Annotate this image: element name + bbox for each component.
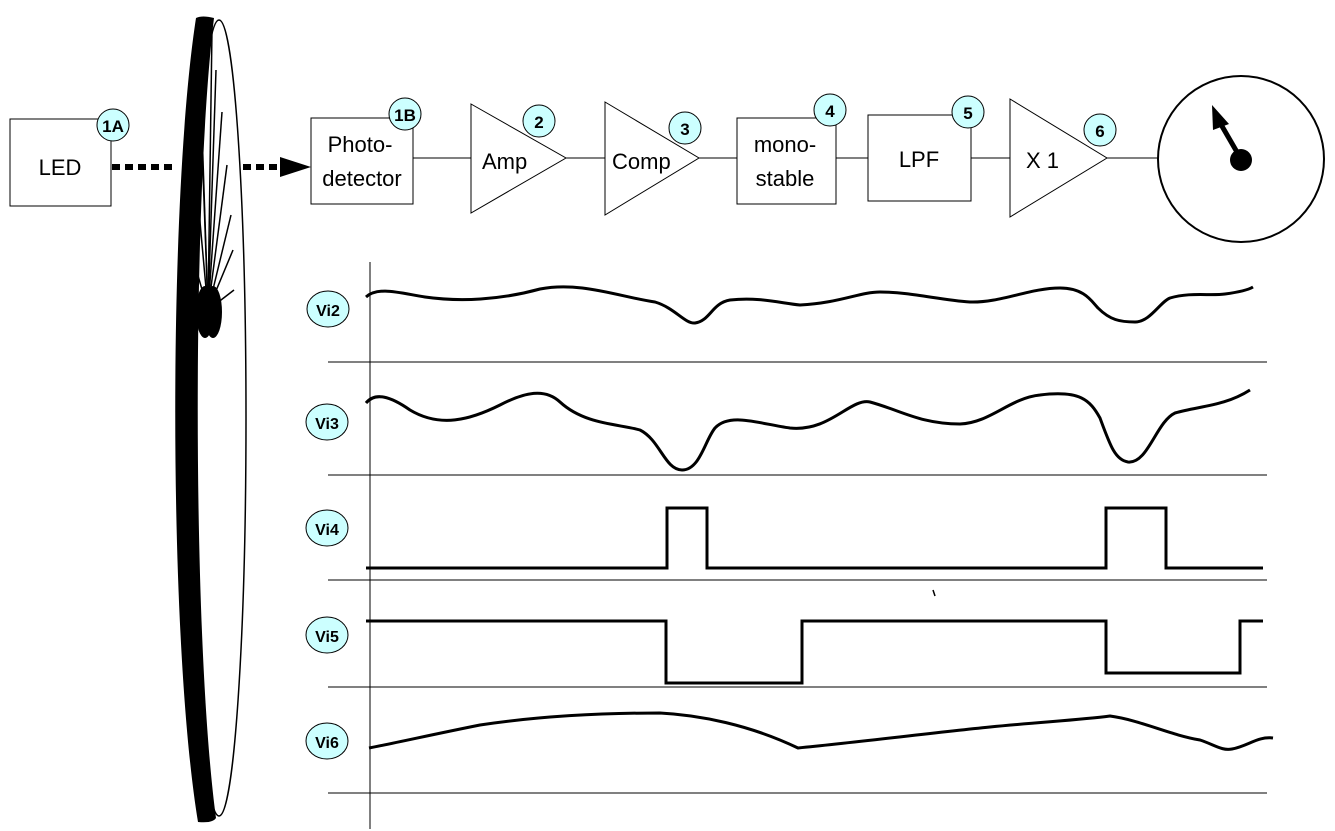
waveform-axes: [328, 262, 1267, 829]
monostable-label-line2: stable: [756, 166, 815, 191]
waveforms: [364, 285, 1274, 751]
svg-text:1A: 1A: [102, 117, 124, 136]
comp-label: Comp: [612, 149, 671, 174]
photodetector-label-line1: Photo-: [328, 132, 393, 157]
light-beam-path: [112, 157, 311, 177]
photodetector-block: Photo- detector: [310, 117, 414, 205]
lpf-block: LPF: [867, 114, 972, 202]
badge-1b: 1B: [388, 97, 422, 131]
buffer-block: X 1: [1009, 98, 1108, 218]
svg-text:4: 4: [825, 102, 835, 121]
waveform-vi6: [368, 711, 1274, 751]
waveform-vi3: [364, 388, 1251, 472]
svg-text:Vi6: Vi6: [315, 735, 339, 752]
led-label: LED: [39, 155, 82, 180]
svg-text:Vi2: Vi2: [316, 303, 340, 320]
amp-label: Amp: [482, 149, 527, 174]
monostable-label-line1: mono-: [754, 132, 816, 157]
svg-text:Vi5: Vi5: [315, 629, 339, 646]
buffer-label: X 1: [1026, 148, 1059, 173]
arrow-right-icon: [280, 157, 311, 177]
waveform-vi5: [366, 619, 1263, 685]
svg-text:Vi3: Vi3: [315, 416, 339, 433]
stray-mark: [932, 589, 936, 597]
badge-3: 3: [668, 111, 702, 145]
lpf-label: LPF: [899, 147, 939, 172]
svg-text:1B: 1B: [394, 106, 416, 125]
svg-text:Vi4: Vi4: [315, 522, 339, 539]
comparator-block: Comp: [604, 101, 700, 216]
waveform-vi4: [366, 506, 1263, 570]
badge-1a: 1A: [96, 108, 130, 142]
meter-pivot: [1230, 149, 1252, 171]
monostable-block: mono- stable: [736, 117, 837, 205]
label-vi6: Vi6: [305, 722, 349, 760]
badge-5: 5: [951, 95, 985, 129]
svg-text:6: 6: [1095, 122, 1104, 141]
meter-needle-tip: [1212, 105, 1229, 130]
svg-text:5: 5: [963, 104, 972, 123]
label-vi5: Vi5: [305, 616, 349, 654]
led-block: LED: [9, 118, 112, 207]
badge-4: 4: [813, 93, 847, 127]
analog-meter-icon: [1157, 75, 1325, 243]
label-vi3: Vi3: [305, 403, 349, 441]
spoked-wheel-icon: [175, 16, 247, 823]
amp-block: Amp: [470, 103, 568, 214]
badge-6: 6: [1083, 113, 1117, 147]
svg-text:3: 3: [680, 120, 689, 139]
label-vi4: Vi4: [305, 509, 349, 547]
block-badges: 1A 1B 2 3 4 5 6: [96, 93, 1117, 147]
label-vi2: Vi2: [306, 290, 350, 328]
svg-text:2: 2: [534, 113, 543, 132]
badge-2: 2: [522, 104, 556, 138]
waveform-labels: Vi2 Vi3 Vi4 Vi5 Vi6: [305, 290, 350, 760]
waveform-vi2: [364, 285, 1254, 325]
photodetector-label-line2: detector: [322, 166, 402, 191]
